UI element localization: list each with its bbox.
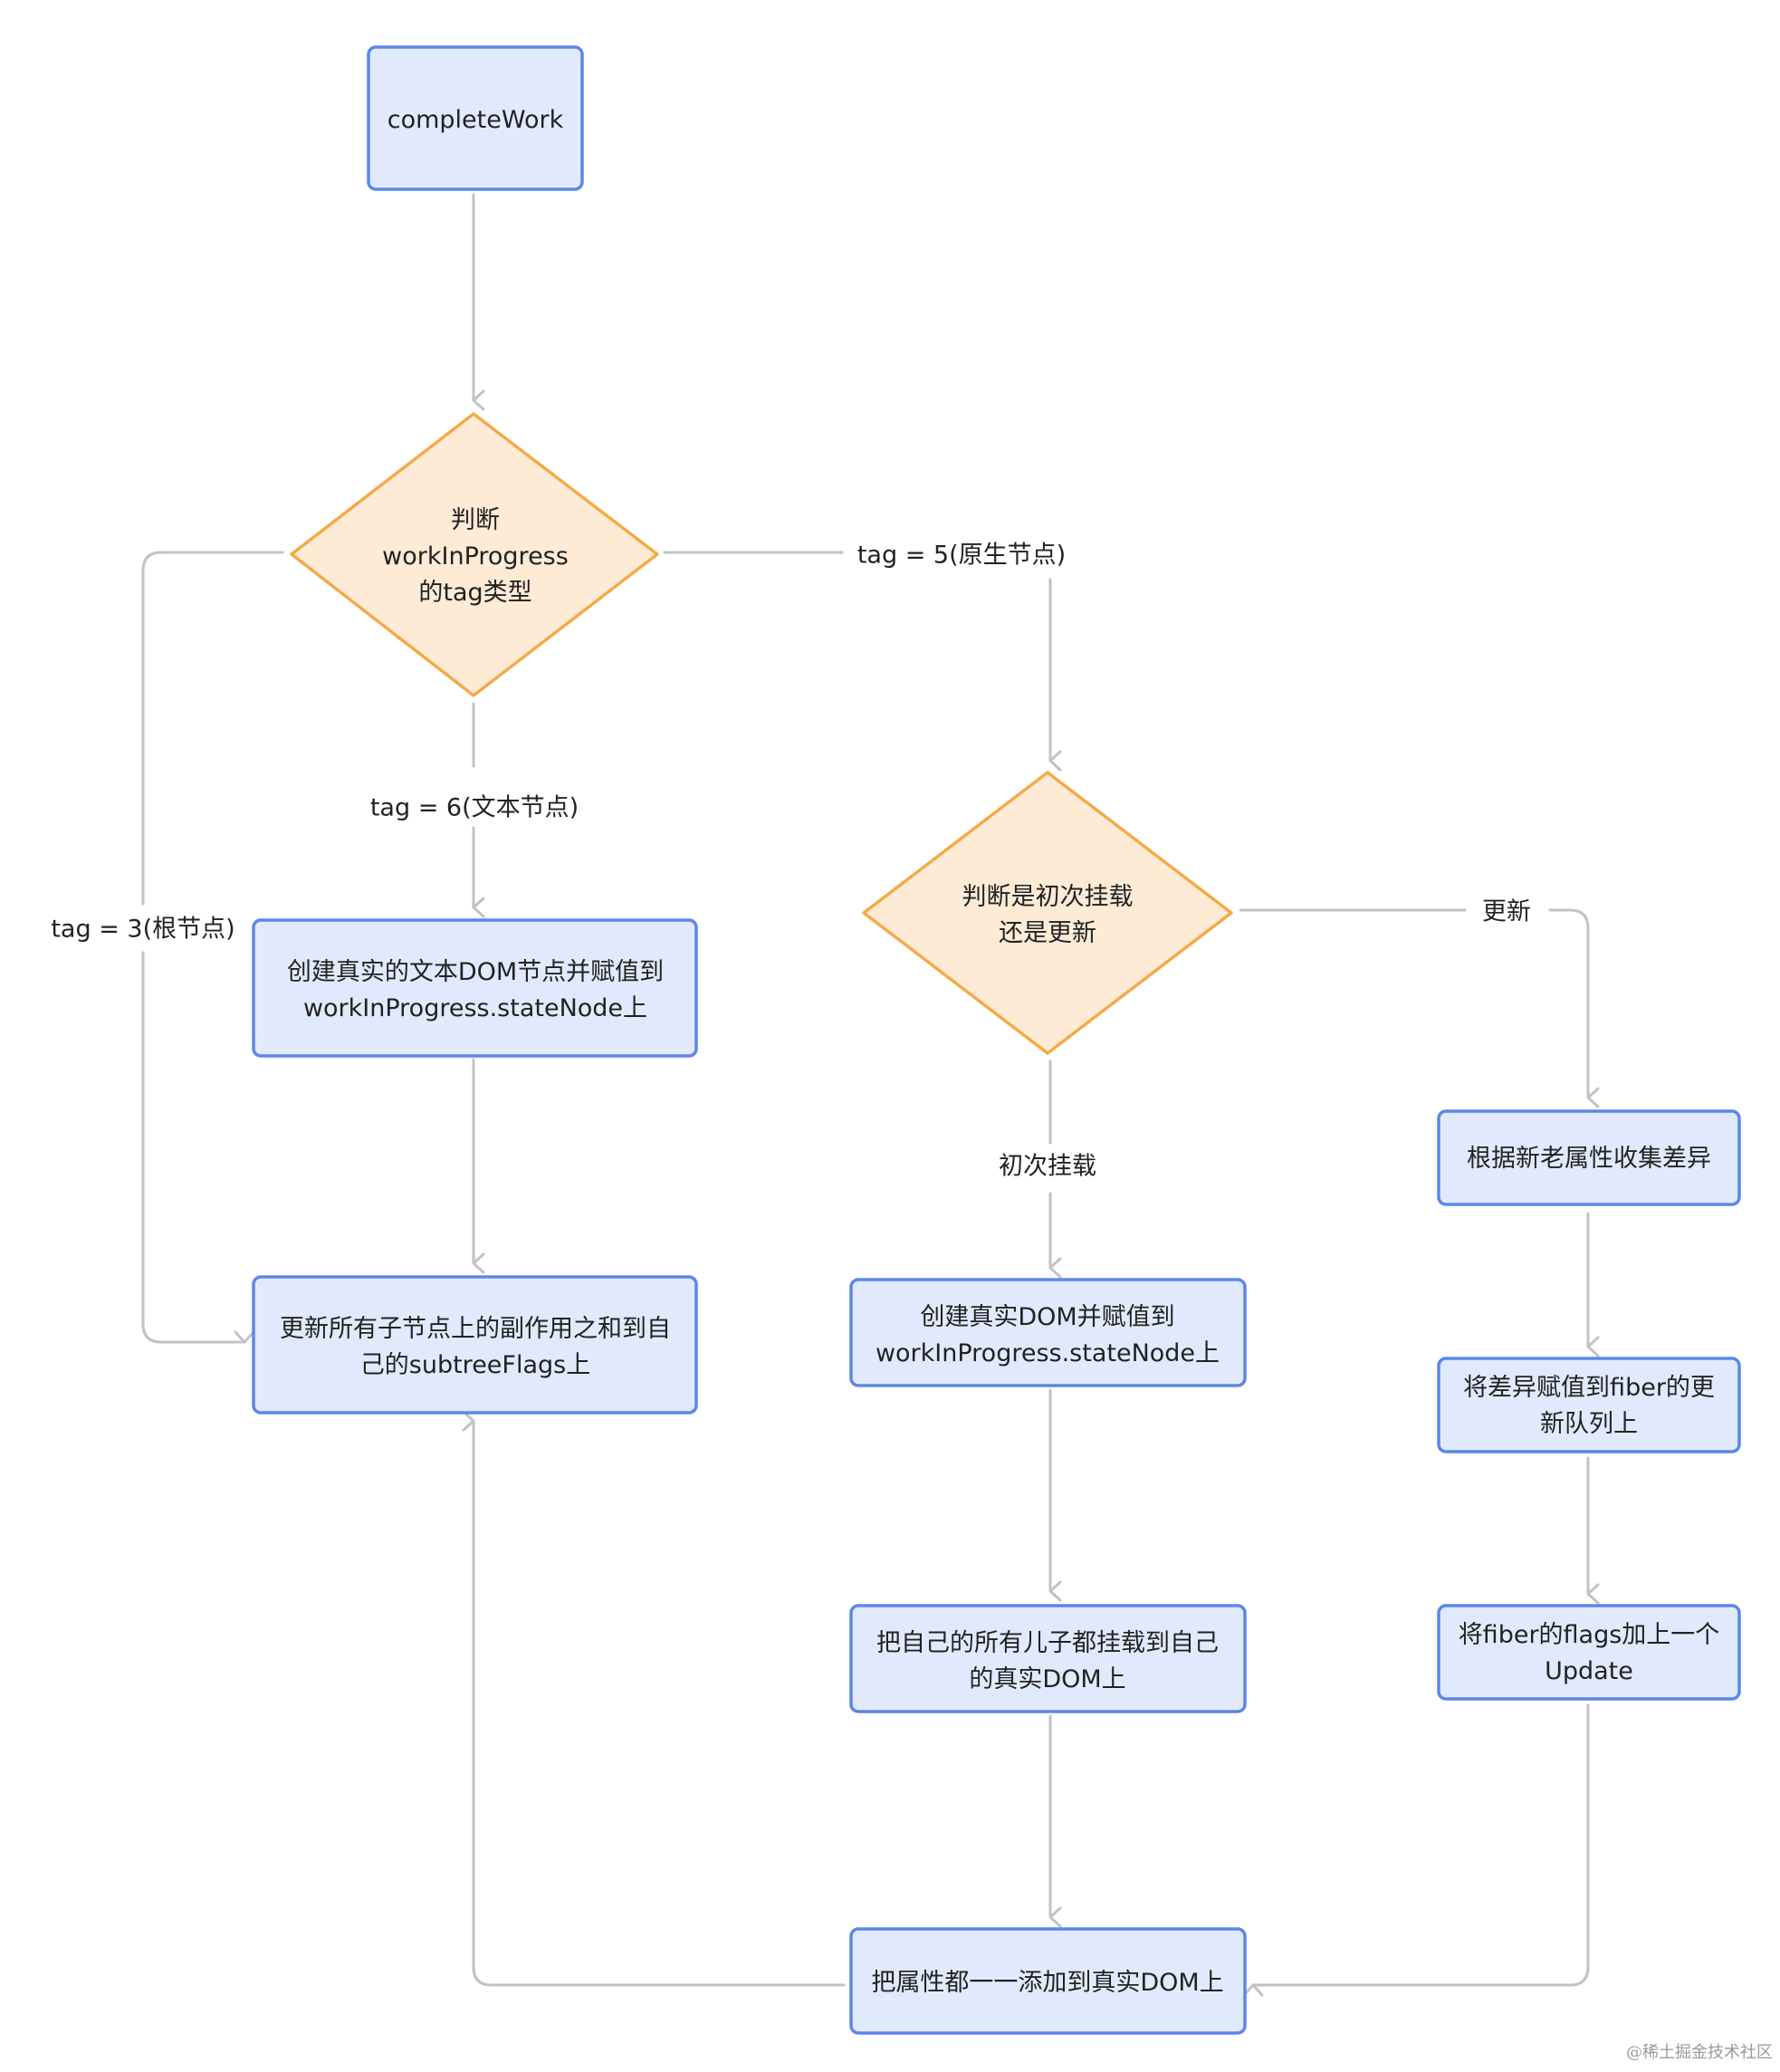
label-complete-work: completeWork (388, 106, 564, 134)
node-update-subtree-flags (252, 1275, 698, 1415)
label-update-subtree-flags: 更新所有子节点上的副作用之和到自己的subtreeFlags上 (280, 1315, 671, 1379)
label-line: workInProgress.stateNode上 (876, 1339, 1220, 1367)
node-create-text-dom (252, 918, 698, 1058)
edge-label-tag3: tag = 3(根节点) (51, 916, 234, 944)
label-line: workInProgress.stateNode上 (303, 994, 647, 1022)
label-collect-diff: 根据新老属性收集差异 (1467, 1145, 1711, 1173)
node-collect-diff (1437, 1109, 1741, 1206)
edge-label-tag6: tag = 6(文本节点) (370, 794, 579, 822)
label-append-children: 把自己的所有儿子都挂载到自己的真实DOM上 (876, 1629, 1219, 1693)
label-line: 把自己的所有儿子都挂载到自己 (876, 1629, 1219, 1657)
label-judge-mount-or-update: 判断是初次挂载还是更新 (962, 883, 1134, 947)
label-line: 的真实DOM上 (969, 1665, 1125, 1693)
edge-judge-to-subtree (141, 951, 255, 1344)
label-judge-tag: 判断 workInProgress 的tag类型 (382, 506, 569, 607)
label-line: 还是更新 (999, 919, 1096, 947)
label-line: 将fiber的flags加上一个 (1459, 1621, 1720, 1649)
label-line: 判断是初次挂载 (962, 883, 1134, 911)
node-append-children (849, 1604, 1247, 1713)
edge-flag-to-setprops (1242, 1703, 1590, 1997)
node-assign-diff (1437, 1357, 1741, 1453)
node-add-update-flag (1437, 1604, 1741, 1701)
label-line: 创建真实DOM并赋值到 (920, 1303, 1174, 1331)
label-line: 创建真实的文本DOM节点并赋值到 (287, 958, 664, 986)
label-line: 的tag类型 (418, 579, 531, 607)
edge-label-tag5: tag = 5(原生节点) (857, 542, 1066, 570)
edge-label-mount: 初次挂载 (999, 1153, 1096, 1181)
label-set-props: 把属性都一一添加到真实DOM上 (871, 1969, 1223, 1997)
label-line: 判断 (451, 506, 500, 534)
label-line: 把属性都一一添加到真实DOM上 (871, 1969, 1223, 1997)
edge-setprops-to-subtree (462, 1410, 846, 1987)
decision-mount-or-update (862, 771, 1233, 1055)
edge-mount-to-update (1548, 908, 1600, 1108)
node-set-props (849, 1927, 1247, 2035)
label-line: Update (1545, 1657, 1633, 1685)
edge-label-update: 更新 (1482, 898, 1531, 926)
label-line: 己的subtreeFlags上 (360, 1351, 590, 1379)
label-assign-diff: 将差异赋值到fiber的更新队列上 (1463, 1374, 1715, 1438)
node-create-dom (849, 1278, 1247, 1387)
label-line: workInProgress (382, 542, 569, 571)
label-line: 将差异赋值到fiber的更 (1463, 1374, 1715, 1402)
watermark: @稀土掘金技术社区 (1626, 2043, 1773, 2062)
label-line: completeWork (388, 106, 564, 134)
label-create-dom: 创建真实DOM并赋值到 workInProgress.stateNode上 (876, 1303, 1220, 1367)
label-line: 根据新老属性收集差异 (1467, 1145, 1711, 1173)
label-line: 更新所有子节点上的副作用之和到自 (280, 1315, 671, 1343)
label-create-text-dom: 创建真实的文本DOM节点并赋值到 workInProgress.stateNode… (287, 958, 664, 1022)
node-complete-work (367, 45, 584, 191)
decision-judge-tag (290, 412, 659, 697)
label-add-update-flag: 将fiber的flags加上一个 Update (1459, 1621, 1720, 1685)
label-line: 新队列上 (1540, 1410, 1638, 1438)
edge-judge-to-subtree-top (141, 551, 284, 906)
